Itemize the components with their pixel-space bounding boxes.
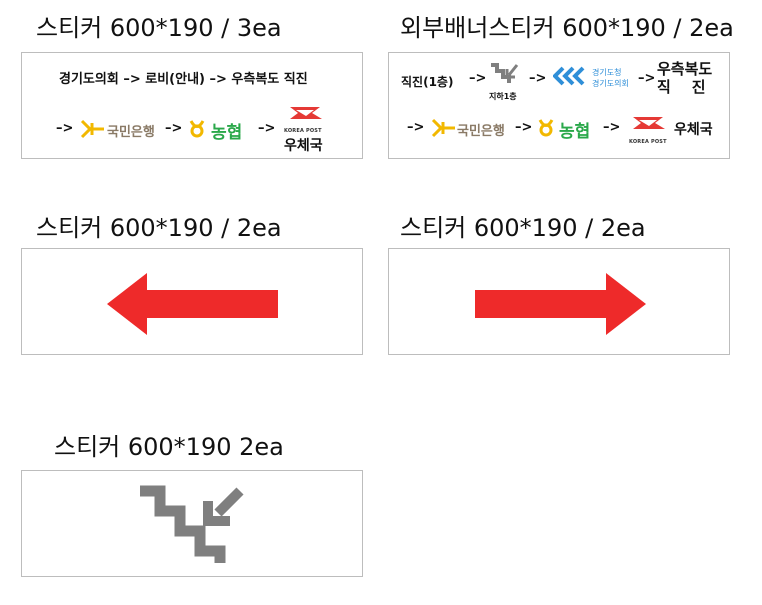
arrow-text: –> [469,71,487,86]
nh-logo-icon [189,120,205,138]
caption-sticker-2: 외부배너스티커 600*190 / 2ea [400,14,734,42]
route-line: 경기도의회 –> 로비(안내) –> 우측복도 직진 [59,72,308,87]
sticker-panel-2: 직진(1층) –> 지하1층 –> 경기도청 경기도의회 –> 우측복도 직 진… [388,52,730,159]
caption-sticker-5: 스티커 600*190 2ea [54,433,284,461]
arrow-text: –> [407,120,425,135]
post-office-name: 우체국 [284,138,323,154]
arrow-text: –> [529,71,547,86]
nh-bank-name: 농협 [211,123,243,143]
sticker-panel-1: 경기도의회 –> 로비(안내) –> 우측복도 직진 –> 국민은행 –> 농협… [21,52,363,159]
nh-logo-icon [538,119,554,137]
hall-line-2: 경기도의회 [592,79,629,88]
sticker-panel-3 [21,248,363,355]
korea-post-icon [290,107,322,119]
kb-bank-name: 국민은행 [107,125,155,140]
caption-sticker-1: 스티커 600*190 / 3ea [36,14,282,42]
kb-star-icon [431,118,455,138]
stairs-down-icon [140,485,244,563]
arrow-text: –> [603,120,621,135]
korea-post-logo-text: KOREA POST [284,128,322,134]
start-text: 직진(1층) [401,75,454,89]
arrow-text: –> [258,121,276,136]
korea-post-logo-text: KOREA POST [629,139,667,145]
sticker-panel-5 [21,470,363,577]
arrow-text: –> [515,120,533,135]
dest-line-1: 우측복도 [657,60,713,78]
stairs-down-icon [491,63,519,83]
kb-bank-name: 국민은행 [457,124,505,139]
arrow-right-icon [475,273,646,335]
nh-bank-name: 농협 [559,122,591,142]
hall-line-1: 경기도청 [592,68,622,77]
arrow-text: –> [638,71,656,86]
caption-sticker-4: 스티커 600*190 / 2ea [400,214,646,242]
arrow-left-icon [107,273,278,335]
floor-label: 지하1층 [489,92,517,101]
korea-post-icon [633,117,665,129]
kb-star-icon [80,119,104,139]
sticker-panel-4 [388,248,730,355]
dest-line-2: 직 진 [657,78,706,96]
arrow-text: –> [56,121,74,136]
post-office-name: 우체국 [674,122,713,138]
caption-sticker-3: 스티커 600*190 / 2ea [36,214,282,242]
arrow-text: –> [165,121,183,136]
chevrons-left-icon [553,66,585,86]
